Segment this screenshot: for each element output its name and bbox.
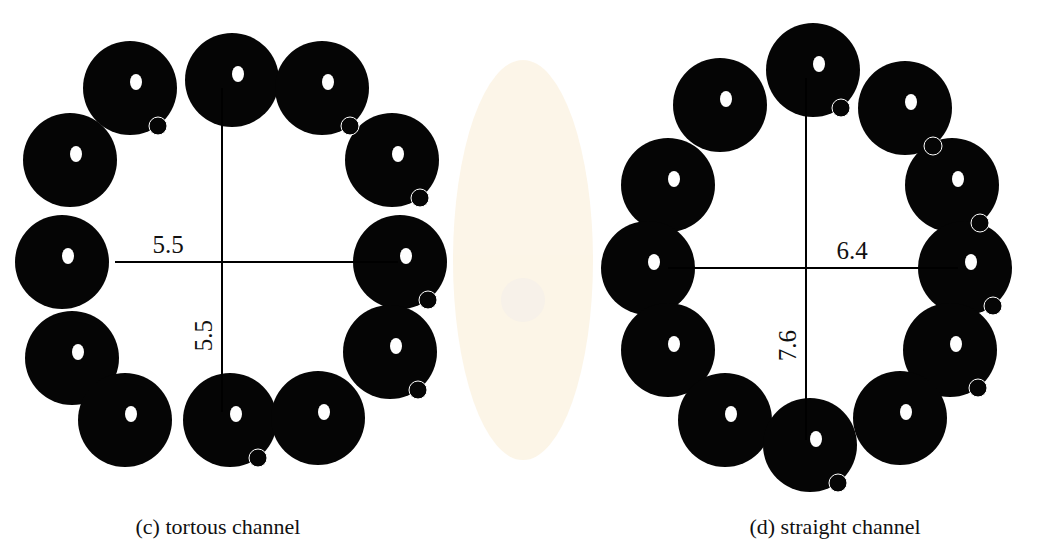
- atom-sphere: [185, 33, 279, 127]
- small-atom: [924, 137, 942, 155]
- dimension-label: 7.6: [776, 329, 801, 360]
- atom-sphere: [673, 58, 767, 152]
- highlight: [725, 406, 737, 422]
- highlight: [62, 248, 74, 264]
- highlight: [905, 94, 917, 110]
- highlight: [230, 406, 242, 422]
- atom-sphere: [905, 138, 999, 232]
- atom-sphere: [853, 371, 947, 465]
- small-atom: [411, 189, 429, 207]
- small-atom: [149, 117, 167, 135]
- highlight: [72, 344, 84, 360]
- atom-sphere: [83, 41, 177, 135]
- small-atom: [249, 449, 267, 467]
- dimension-label: 5.5: [152, 232, 183, 257]
- atom-sphere: [766, 23, 860, 117]
- atom-sphere: [763, 398, 857, 492]
- highlight: [810, 431, 822, 447]
- atom-rings: [15, 23, 1012, 492]
- atom-sphere: [858, 61, 952, 155]
- small-atom: [409, 381, 427, 399]
- small-atom: [419, 291, 437, 309]
- highlight: [70, 146, 82, 162]
- atom-sphere: [78, 373, 172, 467]
- highlight: [232, 66, 244, 82]
- small-atom: [971, 214, 989, 232]
- highlight: [720, 91, 732, 107]
- highlight: [648, 254, 660, 270]
- highlight: [900, 404, 912, 420]
- highlight: [668, 171, 680, 187]
- atom-sphere: [183, 373, 277, 467]
- dimension-label: 5.5: [192, 319, 217, 350]
- atom-sphere: [678, 373, 772, 467]
- small-atom: [832, 99, 850, 117]
- watermark: [453, 60, 593, 460]
- highlight: [390, 338, 402, 354]
- highlight: [668, 336, 680, 352]
- atom-sphere: [15, 215, 109, 309]
- small-atom: [341, 117, 359, 135]
- small-atom: [969, 379, 987, 397]
- dimension-lines: [115, 78, 958, 440]
- highlight: [130, 74, 142, 90]
- atom-sphere: [275, 41, 369, 135]
- highlight: [318, 404, 330, 420]
- dimension-label: 6.4: [836, 238, 867, 263]
- atom-sphere: [343, 305, 437, 399]
- highlight: [813, 56, 825, 72]
- highlight: [400, 248, 412, 264]
- highlight: [322, 74, 334, 90]
- caption-label: (d) straight channel: [749, 516, 920, 538]
- highlight: [392, 146, 404, 162]
- highlight: [952, 171, 964, 187]
- highlight: [950, 336, 962, 352]
- atom-sphere: [271, 371, 365, 465]
- small-atom: [829, 474, 847, 492]
- highlight: [965, 254, 977, 270]
- atom-sphere: [621, 138, 715, 232]
- caption-label: (c) tortous channel: [136, 516, 301, 538]
- atom-sphere: [23, 113, 117, 207]
- highlight: [125, 406, 137, 422]
- small-atom: [984, 297, 1002, 315]
